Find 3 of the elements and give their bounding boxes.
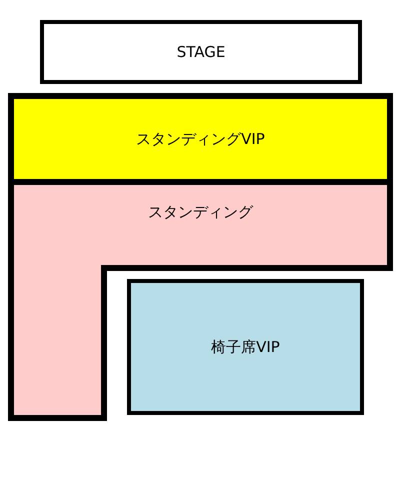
vip-seating-area: 椅子席VIP [127, 279, 364, 415]
area-label: スタンディング [147, 203, 254, 222]
stage-box: STAGE [40, 20, 362, 84]
